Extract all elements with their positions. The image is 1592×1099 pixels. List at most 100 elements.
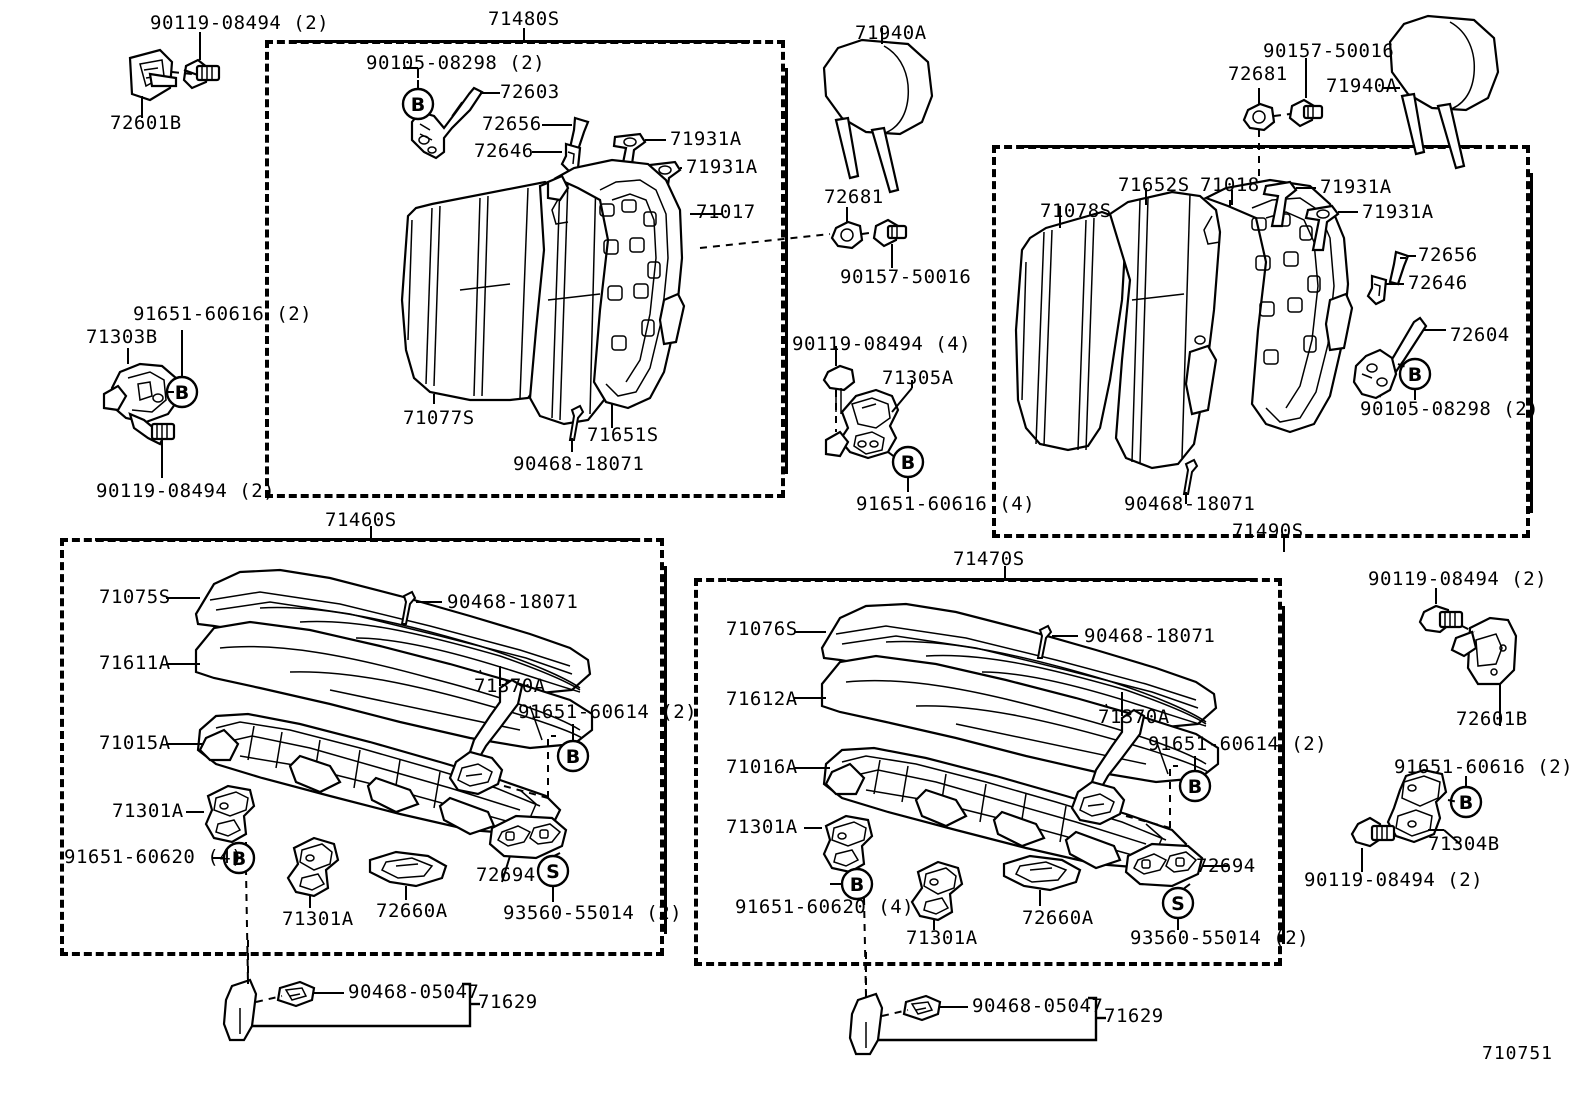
label-71651S: 71651S: [587, 424, 659, 446]
label-90468-18071-bottom-left: 90468-18071: [447, 591, 579, 613]
part-90119-08494-center-bolt: [822, 364, 856, 414]
part-90157-50016-center: [872, 218, 908, 248]
label-90119-08494-center: 90119-08494 (4): [792, 333, 972, 355]
tick-71470S: [1004, 566, 1006, 580]
part-71629-assembly-right: [848, 992, 942, 1056]
group-label-71480S: 71480S: [488, 8, 560, 30]
group-label-71490S: 71490S: [1232, 520, 1304, 542]
label-71931A-left-2: 71931A: [686, 156, 758, 178]
label-71015A: 71015A: [99, 732, 171, 754]
part-90119-08494-left-bolt: [128, 412, 176, 446]
group-label-71460S: 71460S: [325, 509, 397, 531]
label-72681-right: 72681: [1228, 63, 1288, 85]
tick-71490S: [1283, 538, 1285, 552]
label-90119-08494-far-right: 90119-08494 (2): [1368, 568, 1548, 590]
label-90468-18071-bottom-right: 90468-18071: [1084, 625, 1216, 647]
label-90105-08298-right: 90105-08298 (2): [1360, 398, 1540, 420]
catalog-number: 710751: [1482, 1043, 1554, 1064]
part-71629-assembly-left: [222, 978, 316, 1042]
label-90468-18071-right: 90468-18071: [1124, 493, 1256, 515]
label-91651-60616-center: 91651-60616 (4): [856, 493, 1036, 515]
label-71017: 71017: [696, 201, 756, 223]
part-72681-right: [1242, 102, 1276, 132]
label-72694-bottom-left: 72694: [476, 864, 536, 886]
label-71075S: 71075S: [99, 586, 171, 608]
tick-71480S: [523, 28, 525, 42]
label-90119-08494-left: 90119-08494 (2): [96, 480, 276, 502]
label-72604: 72604: [1450, 324, 1510, 346]
label-71370A-bottom-right: 71370A: [1098, 706, 1170, 728]
label-72601B-far-right: 72601B: [1456, 708, 1528, 730]
group-box-71480S: [265, 40, 785, 498]
label-71078S: 71078S: [1040, 200, 1112, 222]
label-90157-50016-center: 90157-50016: [840, 266, 972, 288]
label-93560-55014-bottom-left: 93560-55014 (2): [503, 902, 683, 924]
label-71629-bottom-right: 71629: [1104, 1005, 1164, 1027]
label-71931A-right-2: 71931A: [1362, 201, 1434, 223]
label-90468-05047-bottom-left: 90468-05047: [348, 981, 480, 1003]
label-91651-60614-bottom-left: 91651-60614 (2): [518, 701, 698, 723]
label-71018: 71018: [1200, 174, 1260, 196]
label-72646-left: 72646: [474, 140, 534, 162]
mark-B-91651-60616-left: B: [175, 382, 189, 404]
group-label-71470S: 71470S: [953, 548, 1025, 570]
part-90119-08494-top-left: [182, 58, 221, 90]
part-71305A: [824, 388, 900, 460]
part-72681-center: [830, 220, 864, 250]
label-71652S: 71652S: [1118, 174, 1190, 196]
label-71931A-left-1: 71931A: [670, 128, 742, 150]
label-91651-60616-far-right: 91651-60616 (2): [1394, 756, 1574, 778]
group-box-71480S-right-solid: [785, 68, 788, 474]
mark-B-91651-60616-far-right: B: [1459, 792, 1473, 814]
label-90468-05047-bottom-right: 90468-05047: [972, 995, 1104, 1017]
label-71612A: 71612A: [726, 688, 798, 710]
label-71940A-right: 71940A: [1326, 75, 1398, 97]
label-72656-right: 72656: [1418, 244, 1478, 266]
group-box-71460S-top-solid: [95, 538, 640, 541]
label-72656-left: 72656: [482, 113, 542, 135]
label-71370A-bottom-left: 71370A: [474, 675, 546, 697]
label-71303B: 71303B: [86, 326, 158, 348]
part-72601B-far-right: [1450, 616, 1518, 686]
group-box-71480S-top-solid: [292, 40, 750, 43]
label-71305A: 71305A: [882, 367, 954, 389]
label-90105-08298-top-left: 90105-08298 (2): [366, 52, 546, 74]
label-90119-08494-far-right-2: 90119-08494 (2): [1304, 869, 1484, 891]
label-93560-55014-bottom-right: 93560-55014 (2): [1130, 927, 1310, 949]
label-71611A: 71611A: [99, 652, 171, 674]
label-71931A-right-1: 71931A: [1320, 176, 1392, 198]
label-72601B-top-left: 72601B: [110, 112, 182, 134]
label-72694-bottom-right: 72694: [1196, 855, 1256, 877]
part-71303B: [102, 362, 180, 424]
group-box-71470S-top-solid: [727, 578, 1255, 581]
label-72646-right: 72646: [1408, 272, 1468, 294]
part-71304B: [1386, 768, 1448, 844]
part-71940A-headrest-center: [822, 38, 934, 194]
label-71940A-center: 71940A: [855, 22, 927, 44]
part-90119-08494-far-right-bolt-2: [1350, 816, 1396, 848]
label-90157-50016-right: 90157-50016: [1263, 40, 1395, 62]
label-71629-bottom-left: 71629: [478, 991, 538, 1013]
label-71301A-bottom-left-2: 71301A: [282, 908, 354, 930]
label-72681-center: 72681: [824, 186, 884, 208]
label-71304B: 71304B: [1428, 833, 1500, 855]
label-91651-60614-bottom-right: 91651-60614 (2): [1148, 733, 1328, 755]
label-71301A-bottom-left-1: 71301A: [112, 800, 184, 822]
label-91651-60616-left: 91651-60616 (2): [133, 303, 313, 325]
part-90119-08494-far-right-bolt: [1418, 604, 1464, 634]
label-90468-18071-center: 90468-18071: [513, 453, 645, 475]
label-71016A: 71016A: [726, 756, 798, 778]
group-box-71490S-right-solid: [1530, 173, 1533, 513]
group-box-71490S-top-solid: [1020, 145, 1482, 148]
label-72660A-bottom-right: 72660A: [1022, 907, 1094, 929]
label-91651-60620-bottom-right: 91651-60620 (4): [735, 896, 915, 918]
part-72601B-top-left: [128, 48, 178, 102]
label-71301A-bottom-right-2: 71301A: [906, 927, 978, 949]
mark-B-91651-60616-center: B: [901, 452, 915, 474]
label-71076S: 71076S: [726, 618, 798, 640]
label-72660A-bottom-left: 72660A: [376, 900, 448, 922]
group-box-71460S-right-solid: [664, 566, 667, 934]
label-90119-08494-top-left: 90119-08494 (2): [150, 12, 330, 34]
label-72603: 72603: [500, 81, 560, 103]
